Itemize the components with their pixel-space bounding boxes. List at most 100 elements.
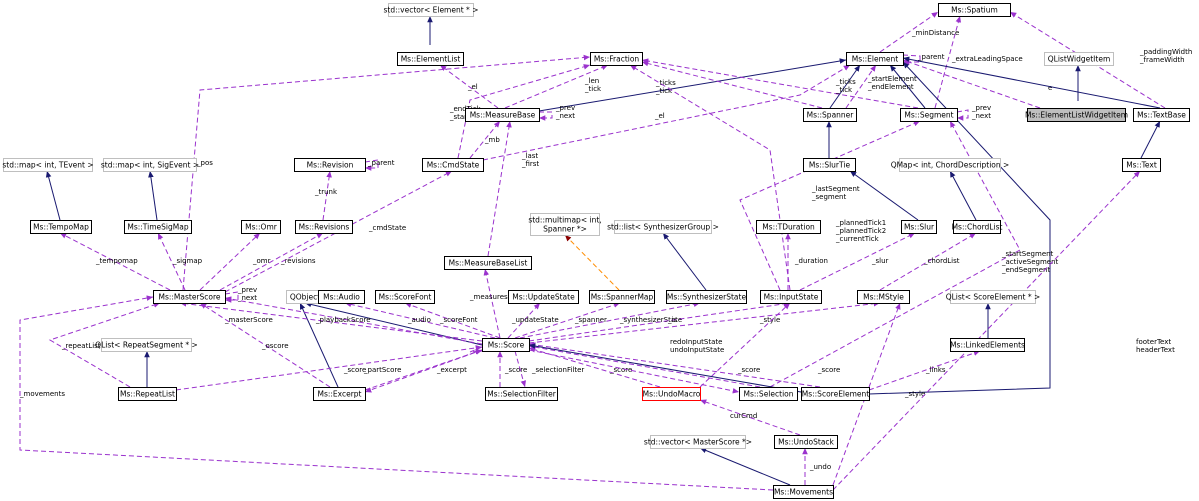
node-revisions[interactable]: Ms::Revisions	[295, 220, 353, 234]
edge-spatium-segment: _extraLeadingSpace	[934, 15, 1023, 109]
node-scoreElement[interactable]: Ms::ScoreElement	[801, 387, 870, 401]
edge-element-measureBase	[538, 58, 847, 112]
edge-label: _last	[521, 152, 538, 160]
node-revision[interactable]: Ms::Revision	[294, 158, 366, 172]
node-chordList[interactable]: Ms::ChordList	[952, 220, 1003, 234]
node-spanner[interactable]: Ms::Spanner	[803, 108, 857, 122]
node-measureBase[interactable]: Ms::MeasureBase	[465, 108, 540, 122]
node-label: Ms::MeasureBaseList	[449, 259, 528, 268]
node-element[interactable]: Ms::Element	[846, 52, 904, 66]
node-masterScore[interactable]: Ms::MasterScore	[153, 290, 226, 304]
node-movements[interactable]: Ms::Movements	[773, 485, 834, 499]
node-qlistScoreEl[interactable]: QList< ScoreElement * >	[946, 290, 1041, 304]
edge-label: _prev	[555, 104, 575, 112]
node-mbList[interactable]: Ms::MeasureBaseList	[444, 256, 532, 270]
edge-label: _lastSegment	[811, 185, 860, 193]
node-eliw[interactable]: Ms::ElementListWidgetItem	[1025, 108, 1128, 122]
node-textBase[interactable]: Ms::TextBase	[1133, 108, 1190, 122]
node-mapSig[interactable]: std::map< int, SigEvent >	[101, 158, 199, 172]
edge-label: redoInputState	[670, 338, 722, 346]
edge-qobject-score	[304, 301, 483, 346]
node-elementList[interactable]: Ms::ElementList	[397, 52, 464, 66]
edge-score-excerpt: _partScore	[363, 349, 483, 391]
edge-label: _style	[904, 390, 925, 398]
edge-label: _tick	[584, 85, 602, 93]
node-label: Ms::Spatium	[951, 6, 998, 15]
node-cmdState[interactable]: Ms::CmdState	[422, 158, 484, 172]
node-excerpt[interactable]: Ms::Excerpt	[313, 387, 366, 401]
node-label: std::map< int, SigEvent >	[101, 161, 199, 170]
node-tempoMap[interactable]: Ms::TempoMap	[30, 220, 92, 234]
node-spannerMap[interactable]: Ms::SpannerMap	[589, 290, 655, 304]
edge-label: _undo	[809, 463, 831, 471]
edge-linkedEl-scoreElement: _links	[868, 350, 981, 391]
node-label: Ms::Revisions	[299, 223, 350, 232]
edge-updateState-score: _updateState	[507, 302, 559, 339]
node-fraction[interactable]: Ms::Fraction	[590, 52, 643, 66]
node-selFilter[interactable]: Ms::SelectionFilter	[485, 387, 558, 401]
edge-score-selFilter: _score	[497, 351, 527, 387]
node-qlistwi[interactable]: QListWidgetItem	[1044, 52, 1114, 66]
edge-omr-masterScore: _omr	[199, 232, 271, 291]
edge-label: _paddingWidth	[1139, 48, 1192, 56]
node-text[interactable]: Ms::Text	[1122, 158, 1161, 172]
edge-label: _slur	[871, 257, 889, 265]
node-label: Ms::ScoreFont	[379, 293, 432, 302]
node-score[interactable]: Ms::Score	[482, 338, 530, 352]
node-audio[interactable]: Ms::Audio	[318, 290, 365, 304]
node-segment[interactable]: Ms::Segment	[900, 108, 958, 122]
node-scoreFont[interactable]: Ms::ScoreFont	[375, 290, 435, 304]
edge-label: _frameWidth	[1139, 56, 1185, 64]
edge-fraction-inputState: _plannedTick1_plannedTick2_currentTick	[629, 64, 886, 291]
node-qmapChord[interactable]: QMap< int, ChordDescription >	[891, 158, 1010, 172]
node-qobject[interactable]: QObject	[286, 290, 324, 304]
node-omr[interactable]: Ms::Omr	[241, 220, 281, 234]
edge-slurTie-slur	[849, 170, 919, 221]
node-tduration[interactable]: Ms::TDuration	[756, 220, 821, 234]
edge-label: _style	[759, 316, 780, 324]
edge-masterScore-score2: _playbackScore	[224, 296, 483, 345]
node-timeSigMap[interactable]: Ms::TimeSigMap	[124, 220, 192, 234]
edge-label: curCmd	[730, 412, 757, 420]
node-slurTie[interactable]: Ms::SlurTie	[803, 158, 856, 172]
node-updateState[interactable]: Ms::UpdateState	[508, 290, 579, 304]
edge-label: _segment	[811, 193, 846, 201]
node-label: Ms::MStyle	[863, 293, 904, 302]
edge-element-spanner2: _startElement_endElement	[845, 64, 917, 109]
node-label: Ms::ElementList	[401, 55, 461, 64]
node-multimap[interactable]: std::multimap< int,Spanner *>	[528, 213, 602, 236]
edge-label: _repeatList	[61, 342, 101, 350]
node-slur[interactable]: Ms::Slur	[901, 220, 937, 234]
node-inputState[interactable]: Ms::InputState	[760, 290, 822, 304]
node-mapTEvent[interactable]: std::map< int, TEvent >	[2, 158, 94, 172]
edge-excerpt-score: _excerpt	[364, 349, 483, 393]
node-repeatList[interactable]: Ms::RepeatList	[118, 387, 177, 401]
node-spatium[interactable]: Ms::Spatium	[938, 3, 1011, 17]
node-undoMacro[interactable]: Ms::UndoMacro	[642, 387, 701, 401]
edge-score-repeatList: _score	[175, 345, 483, 391]
edge-element-eliw: e	[902, 59, 1052, 109]
edge-label: _mb	[484, 136, 500, 144]
edge-revisions-masterScore: _revisions	[219, 232, 324, 291]
node-vecMaster[interactable]: std::vector< MasterScore *>	[644, 435, 752, 449]
node-vecElem[interactable]: std::vector< Element * >	[384, 3, 479, 17]
node-label: Ms::TimeSigMap	[127, 223, 188, 232]
node-qlistRepSeg[interactable]: QList< RepeatSegment * >	[95, 338, 198, 352]
edge-segment-segment: _prev_next	[956, 104, 991, 121]
edge-label: e	[1048, 84, 1052, 92]
node-synthState[interactable]: Ms::SynthesizerState	[666, 290, 747, 304]
node-listSynth[interactable]: std::list< SynthesizerGroup >	[607, 220, 719, 234]
node-label: Ms::UndoMacro	[643, 390, 701, 399]
edge-qmapChord-chordList	[949, 170, 977, 221]
edge-label: _trunk	[314, 188, 338, 196]
edge-element-segment	[889, 64, 926, 109]
node-undoStack[interactable]: Ms::UndoStack	[774, 435, 838, 449]
edge-vecMaster-movements	[699, 447, 791, 486]
edge-revision-revision: _parent	[364, 159, 395, 171]
node-linkedEl[interactable]: Ms::LinkedElements	[950, 338, 1025, 352]
edge-label: _chordList	[923, 257, 960, 265]
node-label: Ms::ElementListWidgetItem	[1025, 111, 1128, 120]
node-selection[interactable]: Ms::Selection	[739, 387, 798, 401]
node-mstyle[interactable]: Ms::MStyle	[857, 290, 910, 304]
edge-slur-inputState: _slur	[799, 232, 916, 291]
